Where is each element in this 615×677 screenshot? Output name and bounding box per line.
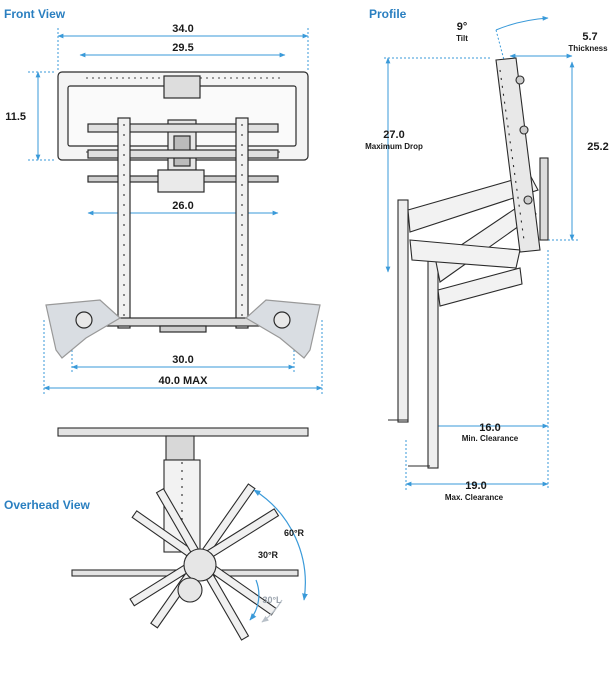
overhead-view: 60°R 30°R 30°L	[57, 427, 309, 641]
overhead-angle-30l: 30°L	[262, 595, 282, 605]
profile-drop-value: 27.0	[383, 129, 404, 141]
front-width-29-5-label: 29.5	[172, 42, 193, 54]
profile-min-clearance-label: Min. Clearance	[462, 434, 519, 443]
front-width-30-label: 30.0	[172, 354, 193, 366]
profile-max-clearance-label: Max. Clearance	[445, 493, 504, 502]
front-rail-26-label: 26.0	[172, 200, 193, 212]
front-view: 34.0 29.5 11.5 26.0 30.0 40.0 MAX	[5, 23, 323, 394]
overhead-angle-60r: 60°R	[284, 528, 305, 538]
profile-tilt-label: Tilt	[456, 34, 468, 43]
overhead-view-title: Overhead View	[4, 498, 90, 512]
profile-view-title: Profile	[369, 7, 407, 21]
front-width-34-label: 34.0	[172, 23, 193, 35]
profile-min-clearance-value: 16.0	[479, 422, 500, 434]
front-width-40-max-label: 40.0 MAX	[159, 375, 209, 387]
profile-drop-label: Maximum Drop	[365, 142, 423, 151]
overhead-angle-30r: 30°R	[258, 550, 279, 560]
profile-height-value: 25.2	[587, 141, 608, 153]
profile-thickness-value: 5.7	[582, 31, 597, 43]
profile-max-clearance-value: 19.0	[465, 480, 486, 492]
profile-view: 9° Tilt 5.7 Thickness 27.0 Maximum Drop …	[365, 15, 609, 502]
front-view-title: Front View	[4, 7, 66, 21]
profile-thickness-label: Thickness	[568, 44, 608, 53]
front-height-11-5-label: 11.5	[5, 111, 26, 123]
profile-tilt-value: 9°	[457, 21, 468, 33]
